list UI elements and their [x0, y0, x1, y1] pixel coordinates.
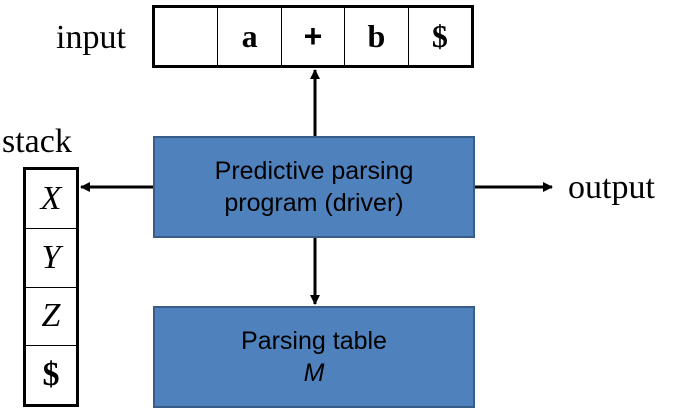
parsing-table-line-2: M	[303, 359, 325, 387]
stack-cell: Z	[26, 286, 76, 346]
stack-cell: Y	[26, 227, 76, 287]
parsing-table-line-1: Parsing table	[241, 327, 387, 355]
parsing-table-box: Parsing table M	[153, 306, 475, 408]
input-cell: a	[217, 8, 280, 65]
driver-program-box: Predictive parsing program (driver)	[153, 136, 475, 238]
output-label: output	[568, 169, 655, 206]
driver-line-2: program (driver)	[224, 189, 404, 217]
input-tape: a + b $	[152, 5, 474, 68]
stack-cell: X	[40, 179, 62, 217]
stack: X Y Z $	[23, 167, 79, 407]
input-cell: $	[407, 8, 471, 65]
stack-label: stack	[2, 123, 72, 160]
driver-line-1: Predictive parsing	[214, 157, 414, 185]
input-cell: b	[344, 8, 407, 65]
stack-cell: $	[26, 345, 76, 404]
input-label: input	[56, 19, 126, 56]
input-cell: +	[280, 8, 344, 65]
